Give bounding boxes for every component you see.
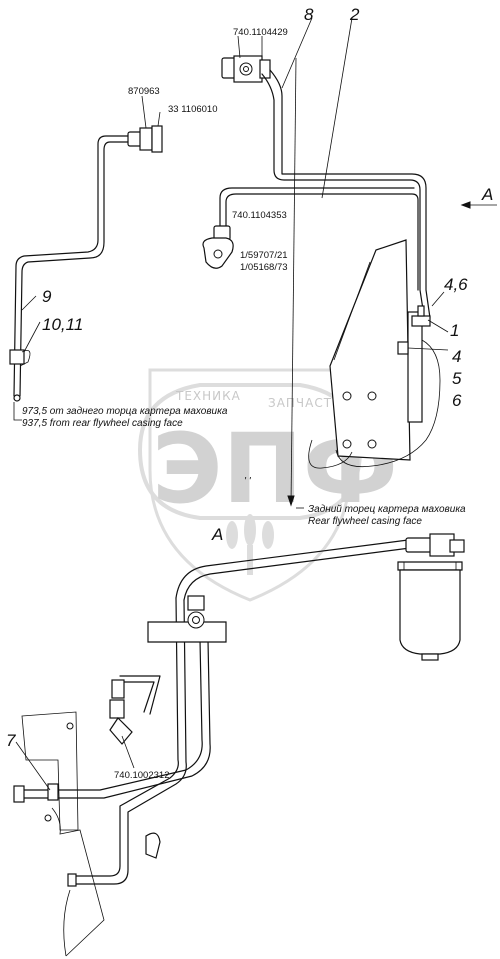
face-note-ru: Задний торец картера маховика: [308, 504, 466, 515]
reference-line: [290, 57, 297, 506]
dim-note-ru: 973,5 от заднего торца картера маховика: [22, 406, 228, 417]
small-mark: ' ': [244, 476, 252, 487]
lower-return-pipe-outer: [19, 639, 211, 799]
watermark-wheat-icon: [226, 514, 274, 575]
left-pipe-9-outer: [19, 141, 129, 397]
lower-feed-pipe-outer: [183, 547, 411, 601]
fitting-1104353: [202, 225, 234, 269]
lever-pipe: [119, 675, 161, 715]
clip-10-11: [9, 349, 31, 367]
leader-9: [21, 295, 37, 311]
part-1106010: 33 1106010: [168, 104, 218, 115]
upper-main-pipe-outer: [269, 69, 431, 319]
lower-feed-pipe: [175, 539, 409, 599]
fitting-top-left: [127, 95, 163, 153]
callout-6: 6: [452, 391, 462, 410]
lower-pipe-end: [67, 873, 77, 887]
callout-5: 5: [452, 369, 462, 388]
view-a-label-top: A: [481, 185, 493, 204]
watermark-text-left: ТЕХНИКА: [175, 389, 241, 403]
callout-4-6: 4,6: [444, 275, 468, 294]
callout-10-11: 10,11: [42, 315, 83, 334]
part-870963: 870963: [128, 86, 160, 97]
reference-arrow: [287, 495, 295, 507]
left-pipe-9: [13, 135, 129, 397]
callout-7: 7: [6, 731, 16, 750]
branch-pipe-2-outer: [219, 187, 415, 227]
return-pipe-end: [13, 785, 25, 803]
branch-pipe-2: [225, 193, 419, 291]
callout-8: 8: [304, 5, 314, 24]
left-pipe-end: [13, 394, 21, 402]
dim-leader: [13, 402, 22, 421]
callout-9: 9: [42, 287, 52, 306]
leader-7: [15, 741, 51, 791]
lower-return-pipe: [19, 639, 203, 791]
upper-main-pipe: [261, 73, 425, 317]
part-05168: 1/05168/73: [240, 262, 288, 273]
callout-2: 2: [349, 5, 360, 24]
leader-8: [281, 17, 313, 89]
view-a-arrow-top: [460, 201, 497, 209]
leader-10-11: [23, 321, 41, 353]
part-1002312: 740.1002312: [114, 770, 169, 781]
fitting-1002312: [109, 679, 135, 769]
fitting-top: [221, 35, 271, 83]
lower-vertical-pipe: [71, 597, 179, 877]
pump-bracket: [147, 595, 227, 643]
fuel-filter: [397, 533, 465, 661]
watermark-shield: [148, 368, 352, 602]
lever-pipe-outer: [119, 681, 155, 713]
face-note-en: Rear flywheel casing face: [308, 516, 422, 527]
lower-vertical-pipe-outer: [71, 599, 187, 885]
dim-note-en: 937,5 from rear flywheel casing face: [22, 418, 183, 429]
watermark-text-right: ЗАПЧАСТИ: [268, 396, 342, 410]
leader-2: [321, 17, 353, 199]
part-1104429: 740.1104429: [233, 27, 288, 38]
part-1104353: 740.1104353: [232, 210, 287, 221]
engine-side-plate: [21, 711, 105, 957]
lower-pipe-clip: [145, 832, 161, 859]
bracket-plate: [308, 239, 441, 469]
view-a-label-bottom: A: [211, 525, 223, 544]
callout-1: 1: [450, 321, 459, 340]
callout-4: 4: [452, 347, 461, 366]
part-59707: 1/59707/21: [240, 250, 288, 261]
